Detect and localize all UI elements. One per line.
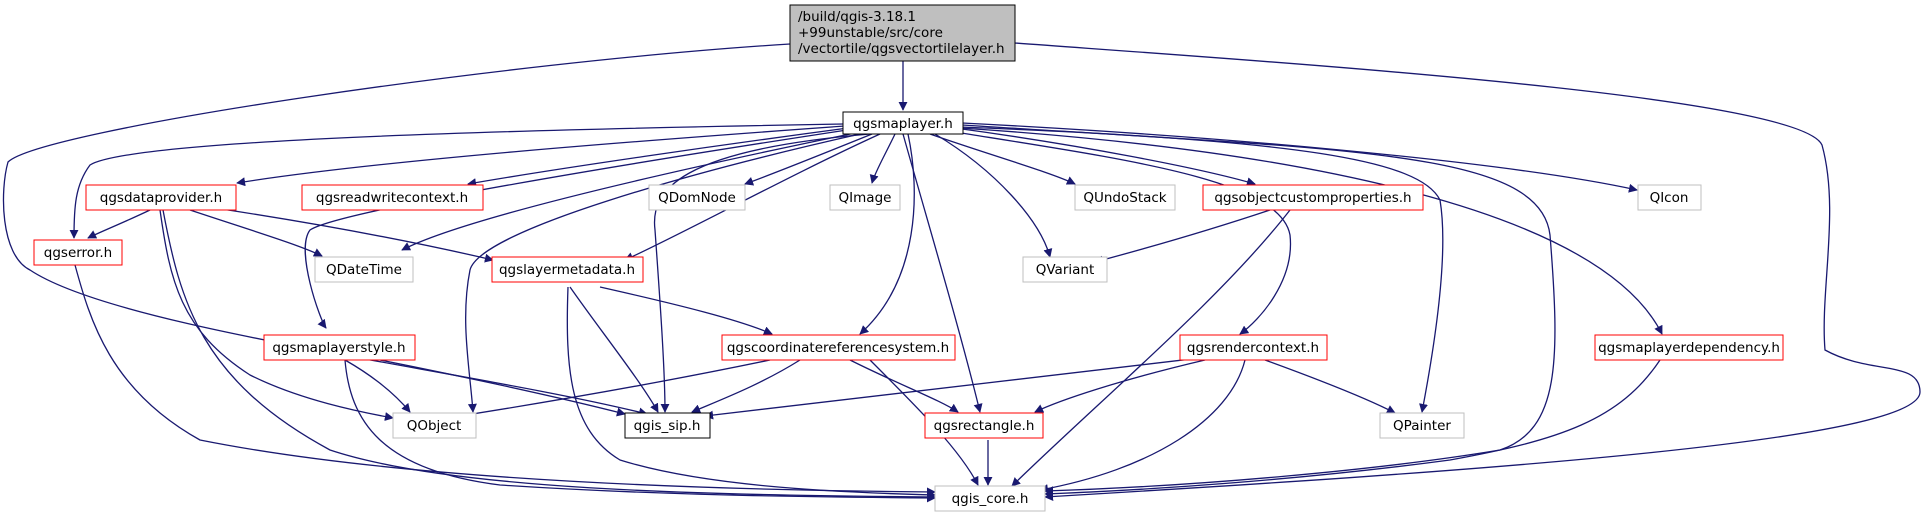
node-qgsreadwritecontext-label: qgsreadwritecontext.h <box>316 190 468 206</box>
node-qdomnode[interactable]: QDomNode <box>648 184 746 211</box>
node-qgis_core-label: qgis_core.h <box>952 491 1029 507</box>
edge-qgsrendercontext-qgsrectangle <box>1034 359 1206 413</box>
edge-qgsmaplayer-qgsrectangle <box>902 133 983 413</box>
edge-qgsdataprovider-qgis_core <box>162 209 936 502</box>
edge-qgscrs-qobject <box>446 359 771 422</box>
node-qgserror-label: qgserror.h <box>44 245 112 261</box>
node-qimage-label: QImage <box>839 190 892 206</box>
node-qgsreadwritecontext[interactable]: qgsreadwritecontext.h <box>301 184 484 211</box>
edge-qgslayermetadata-qgscoordinatereferencesystem <box>599 286 773 335</box>
edge-qgscrs-qgsrectangle <box>849 359 959 413</box>
node-qobject[interactable]: QObject <box>392 412 477 439</box>
node-qgsmaplayerdependency[interactable]: qgsmaplayerdependency.h <box>1594 334 1784 361</box>
node-qgsmaplayerstyle[interactable]: qgsmaplayerstyle.h <box>263 334 416 361</box>
edge-qgsmaplayer-qgsreadwritecontext <box>467 127 849 188</box>
edge-qgsmaplayer-qgsdataprovider <box>236 125 846 187</box>
node-root-line-2: +99unstable/src/core <box>798 25 943 41</box>
edge-qgsmaplayer-qundostack <box>929 133 1076 185</box>
nodes: /build/qgis-3.18.1 +99unstable/src/core … <box>33 4 1784 512</box>
edge-qgsdataprovider-qdatetime <box>189 209 323 257</box>
edge-qgsmaplayer-qvariant <box>934 133 1053 258</box>
node-qgsobjectcustomproperties-label: qgsobjectcustomproperties.h <box>1214 190 1411 206</box>
node-qgsrendercontext[interactable]: qgsrendercontext.h <box>1179 334 1328 361</box>
node-qgsmaplayer-label: qgsmaplayer.h <box>853 116 953 132</box>
edge-qgsmaplayer-qgis_core <box>961 124 1556 496</box>
edge-qgsdataprovider-qobject <box>159 209 394 421</box>
edge-qgsmaplayer-qgis_sip <box>653 133 871 413</box>
node-qundostack[interactable]: QUndoStack <box>1074 184 1176 211</box>
edge-qgsmaplayerstyle-qgis_core <box>344 359 936 503</box>
node-qvariant[interactable]: QVariant <box>1022 256 1108 283</box>
edge-qgslayermetadata-qgis_core <box>566 286 936 500</box>
edge-qgsmaplayer-qicon <box>961 122 1638 193</box>
edge-qgserror-qgis_core <box>74 264 936 497</box>
edge-qgslayermetadata-qgis_sip <box>569 286 659 413</box>
edge-qgsrendercontext-qgis_core <box>1039 359 1246 493</box>
node-qgsmaplayerstyle-label: qgsmaplayerstyle.h <box>272 340 405 356</box>
node-qgsrectangle-label: qgsrectangle.h <box>934 418 1035 434</box>
node-qdatetime-label: QDateTime <box>326 262 402 278</box>
node-qobject-label: QObject <box>407 418 462 434</box>
node-qvariant-label: QVariant <box>1036 262 1095 278</box>
node-qgscoordinatereferencesystem-label: qgscoordinatereferencesystem.h <box>727 340 949 356</box>
node-qgslayermetadata[interactable]: qgslayermetadata.h <box>491 256 644 283</box>
edge-qgsobjectcustomproperties-qvariant <box>1094 209 1271 265</box>
edge-qgsmaplayer-qdatetime <box>401 132 856 251</box>
node-qimage[interactable]: QImage <box>829 184 901 211</box>
node-root-line-1: /build/qgis-3.18.1 <box>798 9 916 25</box>
node-qgsrendercontext-label: qgsrendercontext.h <box>1187 340 1319 356</box>
edge-qgsmaplayerstyle-qobject <box>344 359 411 413</box>
node-qicon[interactable]: QIcon <box>1637 184 1702 211</box>
node-qicon-label: QIcon <box>1650 190 1689 206</box>
node-qdatetime[interactable]: QDateTime <box>314 256 414 283</box>
edge-qgsrendercontext-qpainter <box>1264 359 1396 414</box>
node-qgscoordinatereferencesystem[interactable]: qgscoordinatereferencesystem.h <box>721 334 956 361</box>
edge-qgsmaplayer-qobject <box>465 133 861 413</box>
node-qgsmaplayerdependency-label: qgsmaplayerdependency.h <box>1598 340 1780 356</box>
node-qundostack-label: QUndoStack <box>1083 190 1166 206</box>
node-qgis_sip[interactable]: qgis_sip.h <box>624 412 711 439</box>
edge-qgsmaplayer-qgsmaplayerstyle <box>304 129 848 329</box>
edge-qgsmaplayer-qgserror <box>69 123 844 239</box>
node-root[interactable]: /build/qgis-3.18.1 +99unstable/src/core … <box>789 4 1016 62</box>
node-qpainter[interactable]: QPainter <box>1379 412 1465 439</box>
node-qgsmaplayer[interactable]: qgsmaplayer.h <box>842 111 964 135</box>
node-qgsrectangle[interactable]: qgsrectangle.h <box>924 412 1044 439</box>
edge-qgsdataprovider-qgslayermetadata <box>214 207 494 263</box>
node-qdomnode-label: QDomNode <box>658 190 736 206</box>
edge-qgsmaplayer-qimage <box>869 133 896 184</box>
edge-qgsobjectcustomproperties-qgis_core <box>1011 209 1291 487</box>
edge-qgsrendercontext-qgis_sip <box>704 357 1201 420</box>
edge-qgsmaplayer-qgsobjectcustomproperties <box>954 127 1256 187</box>
edge-qgsmaplayer-qdomnode <box>744 133 873 186</box>
edge-qgsmaplayerdependency-qgis_core <box>1044 359 1661 499</box>
node-qgserror[interactable]: qgserror.h <box>33 239 123 266</box>
edge-qgsmaplayerstyle-qgis_sip <box>379 359 626 417</box>
node-qgsobjectcustomproperties[interactable]: qgsobjectcustomproperties.h <box>1202 184 1424 211</box>
node-qpainter-label: QPainter <box>1393 418 1451 434</box>
node-qgsdataprovider-label: qgsdataprovider.h <box>100 190 222 206</box>
edge-qgsmaplayer-qgscoordinatereferencesystem <box>859 133 915 335</box>
node-qgsdataprovider[interactable]: qgsdataprovider.h <box>85 184 237 211</box>
node-qgslayermetadata-label: qgslayermetadata.h <box>499 262 635 278</box>
edge-qgscrs-qgis_sip <box>691 359 801 413</box>
edge-qgsdataprovider-qgserror <box>87 209 151 239</box>
node-qgis_core[interactable]: qgis_core.h <box>934 485 1046 512</box>
node-root-line-3: /vectortile/qgsvectortilelayer.h <box>798 41 1005 57</box>
edge-qgsmaplayer-qgsmaplayerdependency <box>959 127 1663 335</box>
edge-qgsmaplayer-qgsrendercontext <box>954 131 1292 335</box>
node-qgis_sip-label: qgis_sip.h <box>634 418 701 434</box>
edge-root-qgis_core <box>1014 42 1921 502</box>
